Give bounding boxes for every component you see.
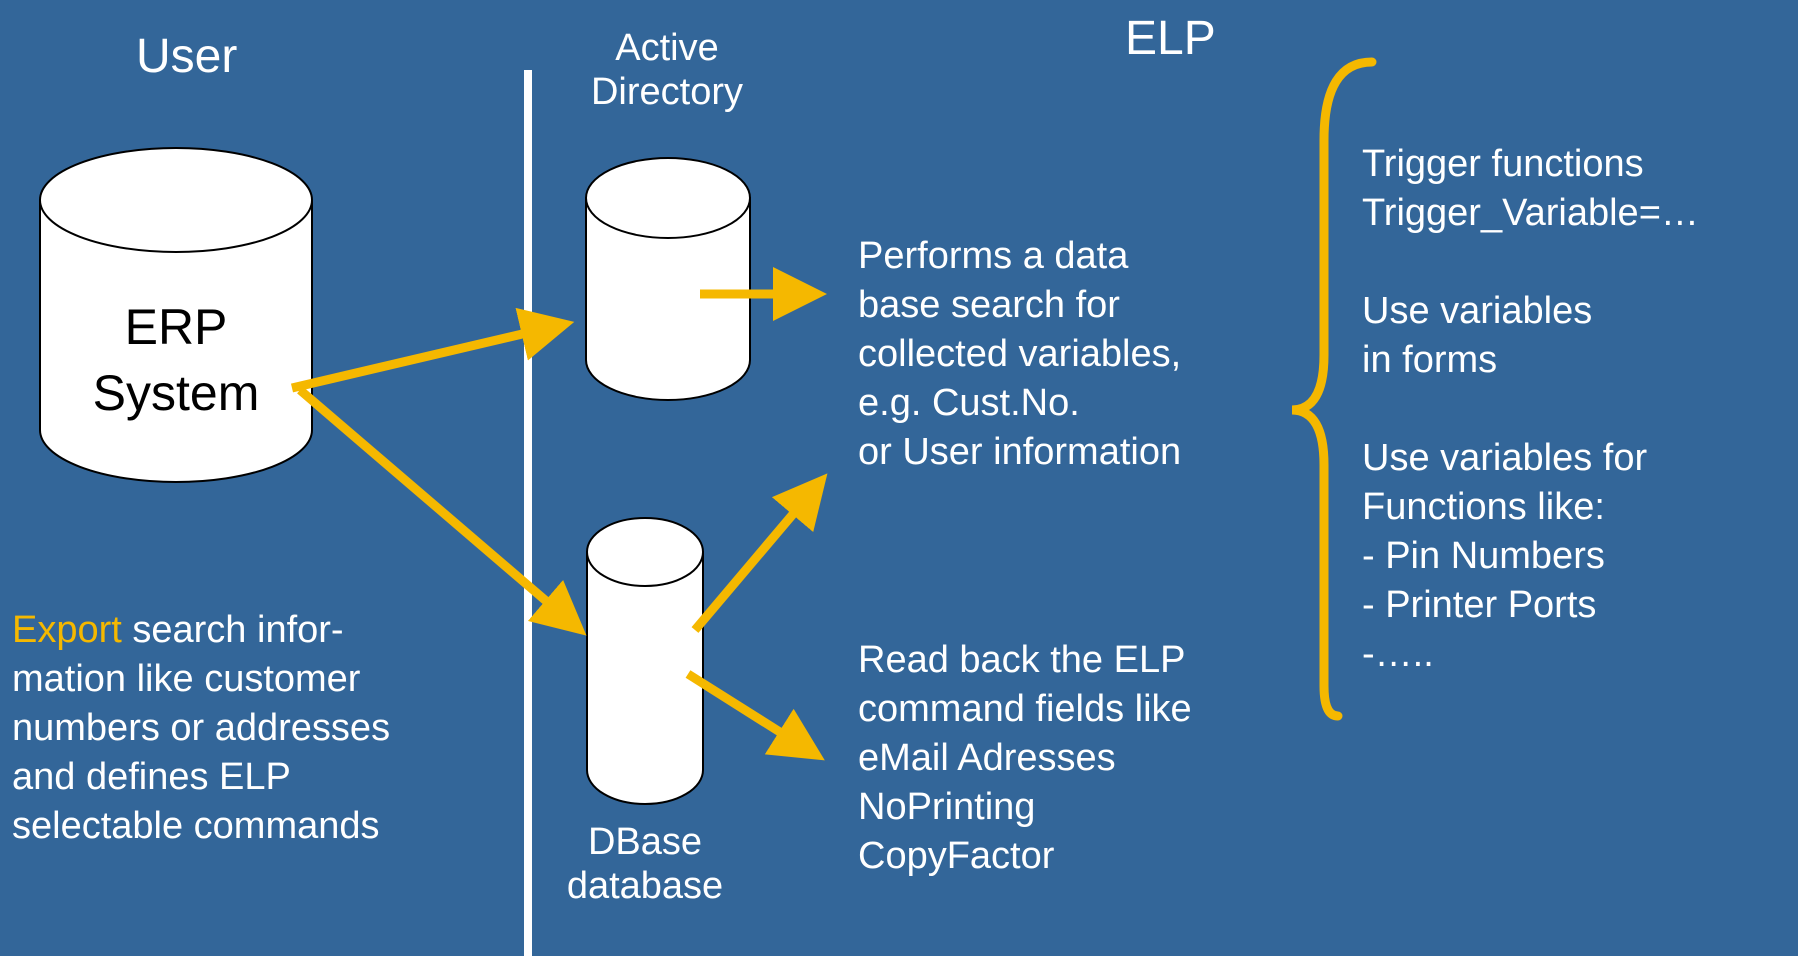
active-directory-label-line2: Directory: [590, 71, 744, 113]
curly-brace: [1291, 57, 1377, 721]
readback-line: command fields like: [858, 688, 1192, 730]
readback-line: NoPrinting: [858, 786, 1036, 828]
functions-spacer: [1362, 385, 1699, 434]
functions-line: -…..: [1362, 633, 1434, 675]
readback-line: eMail Adresses: [858, 737, 1116, 779]
search-line: Performs a data: [858, 235, 1129, 277]
erp-label-line2: System: [92, 365, 260, 421]
elp-header: ELP: [1125, 12, 1216, 65]
functions-line: Functions like:: [1362, 486, 1605, 528]
export-line1: search infor-: [121, 609, 344, 651]
active-directory-label: Active Directory: [572, 26, 762, 114]
export-line4: and defines ELP: [12, 756, 291, 798]
arrow-erp-to-dbase: [297, 386, 587, 636]
functions-line: Use variables: [1362, 290, 1593, 332]
arrow-erp-to-active-directory: [290, 307, 575, 393]
export-highlight: Export: [12, 609, 122, 651]
arrow-dbase-to-search: [691, 473, 828, 633]
export-description: Export search infor- mation like custome…: [12, 606, 390, 851]
export-line2: mation like customer: [12, 658, 361, 700]
export-line5: selectable commands: [12, 805, 380, 847]
export-line3: numbers or addresses: [12, 707, 391, 749]
erp-system-label: ERP System: [40, 294, 312, 426]
functions-line: Trigger functions: [1362, 143, 1644, 185]
active-directory-label-line1: Active: [615, 27, 719, 69]
dbase-label-line2: database: [566, 865, 724, 907]
arrow-dbase-to-readback: [685, 670, 825, 761]
dbase-label: DBase database: [560, 820, 730, 908]
functions-line: Trigger_Variable=…: [1362, 192, 1699, 234]
search-line: base search for: [858, 284, 1120, 326]
search-line: e.g. Cust.No.: [858, 382, 1080, 424]
functions-line: Use variables for: [1362, 437, 1648, 479]
erp-label-line1: ERP: [124, 299, 228, 355]
functions-line: - Pin Numbers: [1362, 535, 1605, 577]
readback-description: Read back the ELP command fields like eM…: [858, 636, 1192, 881]
readback-line: CopyFactor: [858, 835, 1055, 877]
functions-line: - Printer Ports: [1362, 584, 1597, 626]
erp-cylinder: [39, 147, 313, 483]
dbase-cylinder: [586, 517, 704, 805]
dbase-label-line1: DBase: [587, 821, 703, 863]
search-description: Performs a data base search for collecte…: [858, 232, 1181, 477]
search-line: or User information: [858, 431, 1182, 473]
functions-line: in forms: [1362, 339, 1498, 381]
search-line: collected variables,: [858, 333, 1182, 375]
user-header: User: [136, 30, 238, 83]
active-directory-cylinder: [585, 157, 751, 401]
functions-spacer: [1362, 238, 1699, 287]
readback-line: Read back the ELP: [858, 639, 1186, 681]
functions-description: Trigger functions Trigger_Variable=… Use…: [1362, 140, 1699, 679]
